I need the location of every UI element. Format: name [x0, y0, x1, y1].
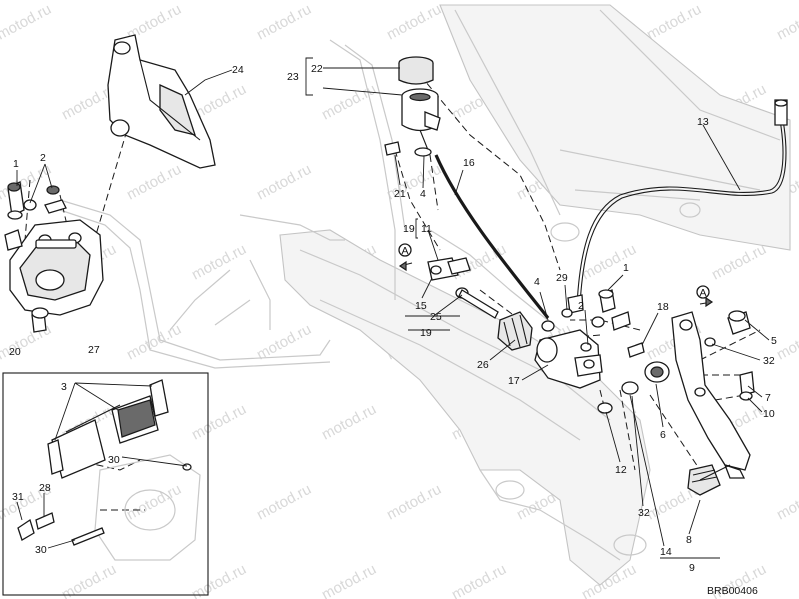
callout-12: 12	[615, 464, 627, 476]
watermark-text: motod.ru	[254, 1, 314, 44]
master-cylinder[interactable]	[497, 308, 605, 389]
watermark-text: motod.ru	[124, 481, 184, 524]
callout-14: 14	[660, 546, 672, 558]
callout-9: 9	[689, 562, 695, 574]
callout-30: 30	[108, 454, 120, 466]
callout-3: 3	[61, 381, 67, 393]
reference-marker-left: A	[398, 243, 413, 272]
watermark-text: motod.ru	[0, 1, 54, 44]
callout-29: 29	[556, 272, 568, 284]
watermark-text: motod.ru	[189, 401, 249, 444]
hose-clamp-upper[interactable]	[384, 141, 432, 157]
watermark-text: motod.ru	[254, 481, 314, 524]
marker-a-label: A	[700, 287, 707, 299]
callout-32: 32	[638, 507, 650, 519]
watermark-text: motod.ru	[449, 561, 509, 599]
watermark-text: motod.ru	[254, 161, 314, 204]
callout-19: 19	[403, 223, 415, 235]
callout-labels: 1 2 20 27 24 22 23 21 4 16 13 19 11 15 2…	[9, 63, 777, 574]
callout-32: 32	[763, 355, 775, 367]
callout-2: 2	[40, 152, 46, 164]
drawing-code: BRB00406	[707, 585, 758, 597]
callout-30: 30	[35, 544, 47, 556]
watermark-text: motod.ru	[319, 561, 379, 599]
watermark-text: motod.ru	[644, 1, 704, 44]
watermark-text: motod.ru	[319, 401, 379, 444]
callout-24: 24	[232, 64, 244, 76]
watermark-text: motod.ru	[124, 161, 184, 204]
marker-a-label: A	[402, 245, 409, 257]
brake-fluid-reservoir[interactable]	[398, 56, 441, 151]
callout-27: 27	[88, 344, 100, 356]
callout-19: 19	[420, 327, 432, 339]
watermark-text: motod.ru	[189, 561, 249, 599]
callout-13: 13	[697, 116, 709, 128]
stoplight-switch-cable[interactable]	[567, 99, 788, 314]
callout-23: 23	[287, 71, 299, 83]
watermark-text: motod.ru	[774, 1, 799, 44]
brake-hose[interactable]	[434, 154, 550, 319]
callout-1: 1	[623, 262, 629, 274]
callout-15: 15	[415, 300, 427, 312]
callout-4: 4	[534, 276, 540, 288]
callout-2: 2	[578, 300, 584, 312]
callout-18: 18	[657, 301, 669, 313]
callout-26: 26	[477, 359, 489, 371]
assembly-dashes	[24, 74, 761, 511]
watermark-text: motod.ru	[709, 241, 769, 284]
callout-8: 8	[686, 534, 692, 546]
banjo-bolt-right[interactable]	[598, 289, 631, 331]
callout-leaders	[16, 57, 770, 559]
callout-21: 21	[394, 188, 406, 200]
callout-10: 10	[763, 408, 775, 420]
pad-inset	[2, 372, 209, 596]
pushrod-assembly[interactable]	[427, 257, 499, 319]
watermark-text: motod.ru	[384, 1, 444, 44]
callout-16: 16	[463, 157, 475, 169]
brake-pedal[interactable]	[671, 311, 751, 496]
callout-25: 25	[430, 311, 442, 323]
callout-7: 7	[765, 392, 771, 404]
callout-22: 22	[311, 63, 323, 75]
reference-marker-right: A	[696, 285, 714, 308]
callout-17: 17	[508, 375, 520, 387]
callout-4: 4	[420, 188, 426, 200]
watermark-text: motod.ru	[774, 321, 799, 364]
callout-5: 5	[771, 335, 777, 347]
rear-caliper[interactable]	[9, 219, 104, 316]
callout-28: 28	[39, 482, 51, 494]
callout-1: 1	[13, 158, 19, 170]
callout-31: 31	[12, 491, 24, 503]
callout-20: 20	[9, 346, 21, 358]
watermark-text: motod.ru	[774, 481, 799, 524]
watermark-text: motod.ru	[59, 561, 119, 599]
callout-6: 6	[660, 429, 666, 441]
pedal-pivot-hardware[interactable]	[597, 310, 755, 414]
caliper-bracket[interactable]	[107, 34, 216, 169]
watermark-text: motod.ru	[189, 241, 249, 284]
watermark-text: motod.ru	[384, 481, 444, 524]
watermark-text: motod.ru	[384, 161, 444, 204]
callout-11: 11	[421, 223, 432, 235]
bleeder-left-cluster[interactable]	[4, 181, 67, 333]
